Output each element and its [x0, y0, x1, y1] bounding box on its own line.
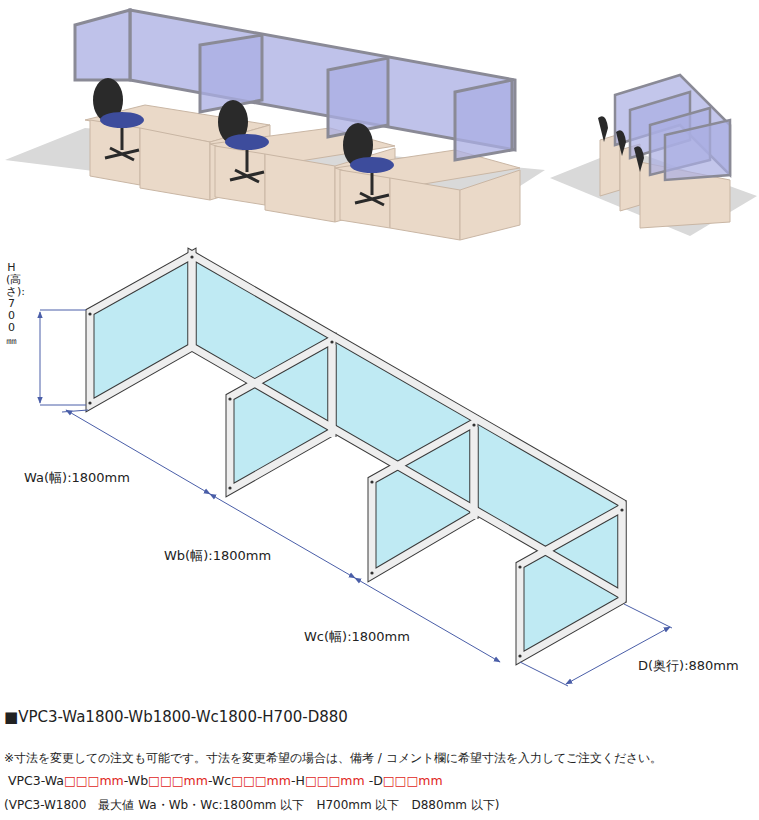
desk-row-illustration — [5, 10, 545, 240]
max-size-note: (VPC3-W1800 最大値 Wa・Wb・Wc:1800mm 以下 H700m… — [4, 798, 500, 812]
width-dimension: Wc(幅):1800mm — [302, 629, 412, 645]
depth-dimension: D(奥行):880mm — [636, 658, 741, 674]
width-dimension: Wb(幅):1800mm — [162, 548, 273, 564]
model-number: ■VPC3-Wa1800-Wb1800-Wc1800-H700-D880 — [4, 708, 348, 726]
size-key: -Wc — [208, 773, 231, 788]
size-key: -H — [291, 773, 305, 788]
size-placeholder: □□□mm — [64, 773, 124, 788]
size-placeholder: □□□mm — [305, 773, 365, 788]
size-placeholder: □□□mm — [383, 773, 443, 788]
side-view-illustration — [550, 75, 757, 236]
size-key: -D — [369, 773, 383, 788]
height-dimension: H(高さ):700㎜ — [6, 262, 17, 347]
size-key: VPC3-Wa — [8, 773, 64, 788]
size-key: -Wb — [124, 773, 148, 788]
width-dimension: Wa(幅):1800mm — [22, 470, 132, 486]
size-template: VPC3-Wa□□□mm-Wb□□□mm-Wc□□□mm-H□□□mm-D□□□… — [8, 773, 443, 788]
size-placeholder: □□□mm — [231, 773, 291, 788]
dimension-lines — [40, 310, 672, 686]
partition-frame-drawing — [88, 255, 623, 658]
order-note: ※寸法を変更しての注文も可能です。寸法を変更希望の場合は、備考 / コメント欄に… — [4, 751, 662, 765]
size-placeholder: □□□mm — [148, 773, 208, 788]
